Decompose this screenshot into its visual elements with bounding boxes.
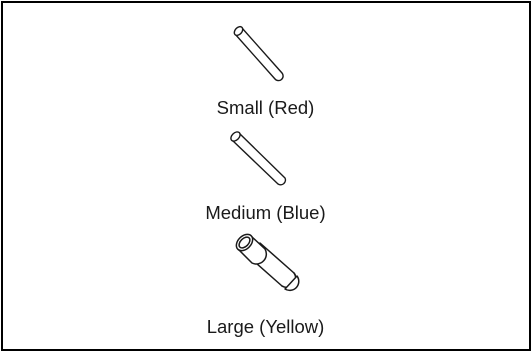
- item-label-small: Small (Red): [216, 97, 315, 118]
- medium-connector-icon: [230, 131, 287, 186]
- small-connector-icon: [233, 25, 284, 82]
- item-label-medium: Medium (Blue): [205, 202, 326, 223]
- item-label-large: Large (Yellow): [206, 316, 325, 337]
- large-connector-icon: [235, 233, 300, 292]
